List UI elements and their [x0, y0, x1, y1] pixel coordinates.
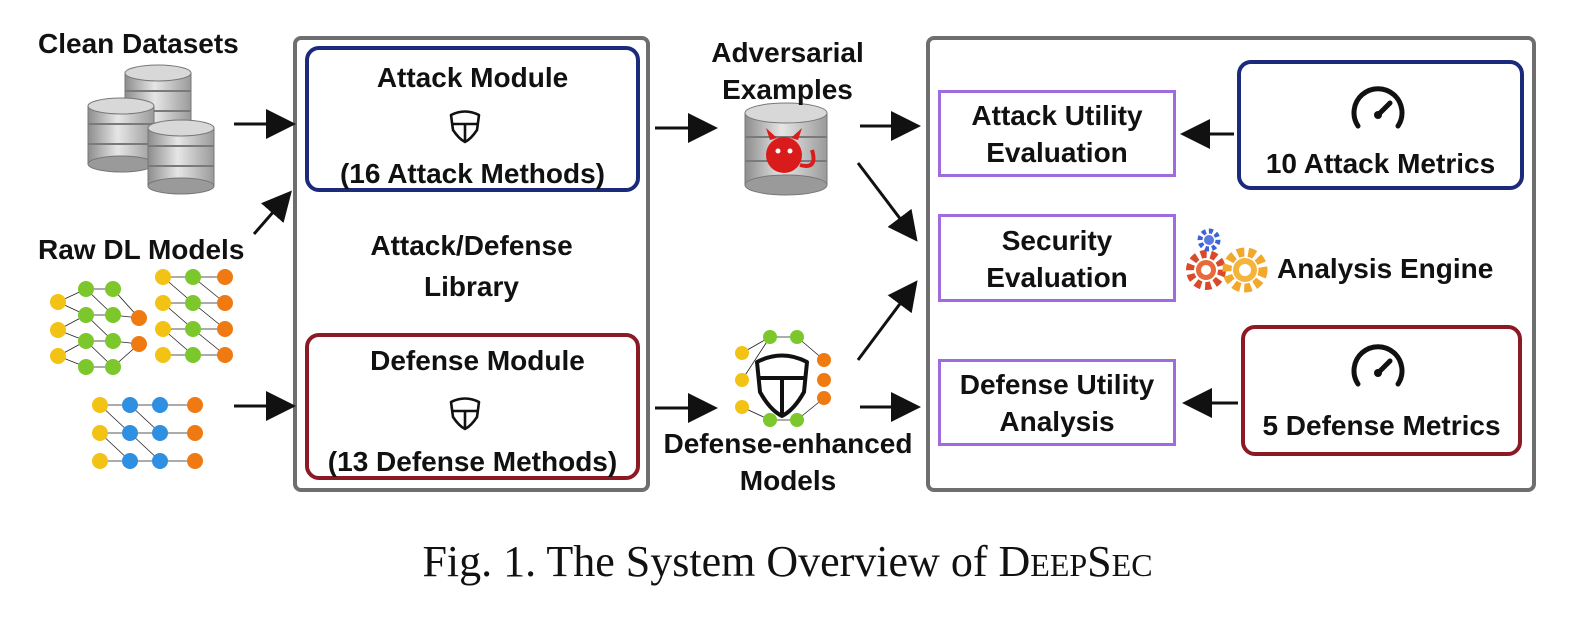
defense-module-box [305, 333, 640, 480]
caption-name-small1: EEP [1030, 547, 1088, 583]
attack-module-box [305, 46, 640, 192]
attack-gauge-icon [1354, 89, 1402, 126]
attack-utility-evaluation-box [938, 90, 1176, 177]
devil-database-icon [744, 102, 828, 196]
raw-dl-models-label: Raw DL Models [38, 234, 245, 265]
attack-module-title: Attack Module [376, 62, 569, 93]
defense-utility-line2: Analysis [999, 406, 1115, 437]
library-title-line1: Attack/Defense [370, 230, 573, 261]
defense-metrics-label: 5 Defense Metrics [1262, 410, 1501, 441]
defense-module-title: Defense Module [370, 345, 585, 376]
defense-utility-analysis-box [938, 359, 1176, 446]
attack-metrics-label: 10 Attack Metrics [1265, 148, 1496, 179]
gears-icon [1186, 228, 1268, 293]
adversarial-label-line1: Adversarial [711, 37, 864, 68]
defense-enhanced-model-icon [735, 330, 831, 427]
caption-name-cap2: S [1087, 537, 1112, 586]
security-eval-line1: Security [1001, 225, 1113, 256]
defense-gauge-icon [1354, 347, 1402, 384]
database-icon [87, 64, 215, 195]
defense-utility-line1: Defense Utility [959, 369, 1155, 400]
security-eval-line2: Evaluation [986, 262, 1128, 293]
neural-network-icon [50, 269, 233, 469]
attack-metrics-box [1237, 60, 1524, 190]
defense-metrics-box [1241, 325, 1522, 456]
adversarial-label-line2: Examples [722, 74, 853, 105]
attack-utility-eval-line2: Evaluation [986, 137, 1128, 168]
attack-utility-eval-line1: Attack Utility [971, 100, 1143, 131]
defense-models-label-line2: Models [739, 465, 837, 496]
attack-methods-count: (16 Attack Methods) [339, 158, 605, 189]
defense-models-label-line1: Defense-enhanced [663, 428, 913, 459]
clean-datasets-label: Clean Datasets [38, 28, 239, 59]
caption-prefix: Fig. 1. The System Overview of [422, 537, 999, 586]
attack-shield-icon [449, 110, 481, 144]
flow-arrows [234, 109, 1238, 423]
analysis-engine-container [926, 36, 1536, 492]
caption-name-cap1: D [998, 537, 1031, 586]
security-evaluation-box [938, 214, 1176, 302]
library-title-line2: Library [424, 271, 519, 302]
caption-name-small2: EC [1111, 547, 1153, 583]
defense-methods-count: (13 Defense Methods) [327, 446, 618, 477]
analysis-engine-label: Analysis Engine [1277, 253, 1494, 284]
attack-defense-library-container [293, 36, 650, 492]
figure-caption: Fig. 1. The System Overview of DEEPSEC [0, 537, 1575, 590]
defense-shield-icon [449, 397, 481, 431]
